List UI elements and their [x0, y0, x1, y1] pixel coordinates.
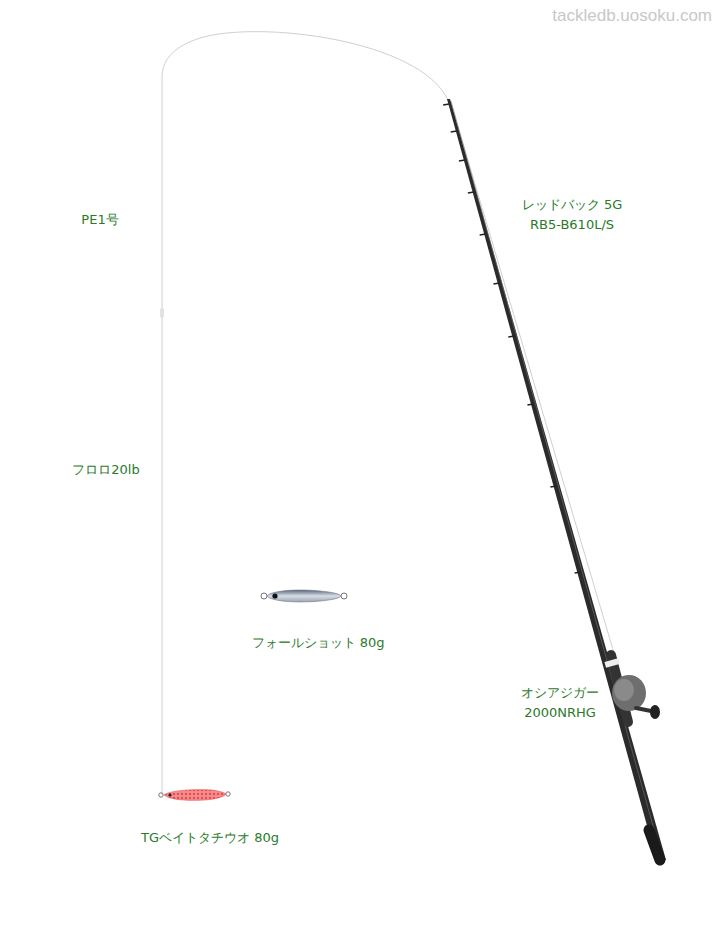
rod-guide — [575, 572, 581, 573]
line-knot — [160, 308, 164, 318]
reel-knob — [650, 705, 660, 719]
fishing-line — [162, 32, 448, 795]
line-label: PE1号 — [81, 212, 118, 228]
rod-blank — [447, 99, 666, 862]
rod-guide — [468, 192, 474, 193]
reel-seat-ring — [604, 658, 619, 667]
rod-guide — [493, 283, 499, 284]
rod-guide — [459, 160, 465, 161]
rod-grip — [649, 830, 660, 860]
rod-guide — [480, 234, 486, 235]
fall-shot-jig — [267, 590, 341, 602]
rod-model-label: RB5-B610L/S — [530, 217, 614, 233]
jig-eye — [168, 793, 171, 796]
jig-eye — [272, 593, 277, 598]
rod-line — [451, 103, 622, 680]
jig-ring — [159, 793, 163, 797]
tg-bait-jig — [164, 790, 226, 801]
rod-highlight — [451, 101, 662, 858]
rod-guide — [443, 104, 449, 105]
reel-body — [612, 675, 646, 711]
lure-label: フォールショット 80g — [252, 635, 385, 651]
jig-ring — [341, 593, 347, 599]
rod-guide — [527, 404, 533, 405]
rod-guide — [508, 336, 514, 337]
lure-label: TGベイトタチウオ 80g — [141, 830, 279, 846]
leader-label: フロロ20lb — [72, 462, 139, 478]
rod-guides — [443, 104, 581, 573]
rod-guide — [550, 486, 556, 487]
watermark: tackledb.uosoku.com — [552, 6, 712, 26]
rod-label: レッドバック 5G — [522, 197, 622, 213]
reel-model-label: 2000NRHG — [524, 705, 596, 721]
reel-spool — [614, 679, 634, 701]
reel-label: オシアジガー — [521, 685, 599, 701]
jig-ring — [261, 593, 267, 599]
jig-ring — [226, 792, 230, 796]
rod-guide — [451, 131, 457, 132]
